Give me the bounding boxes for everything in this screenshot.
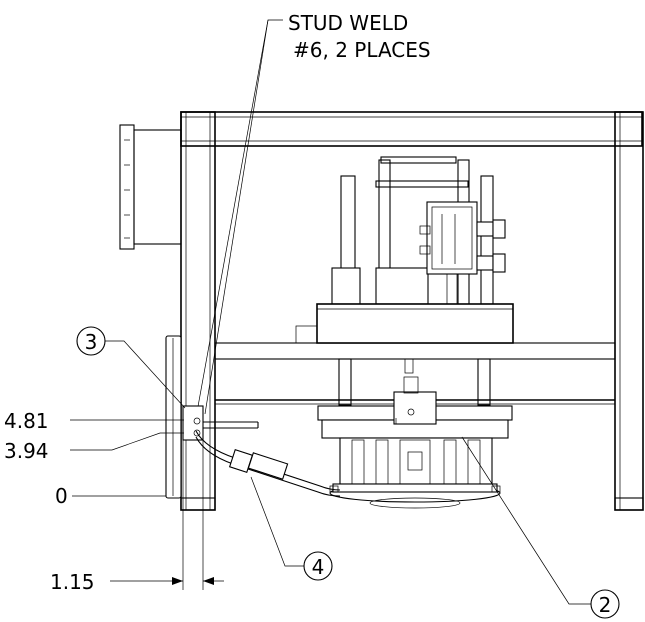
dimension-label-1-15: 1.15 — [50, 570, 95, 594]
balloon-2-callout: 2 — [461, 436, 620, 619]
tool-head — [317, 376, 513, 509]
balloon-4-callout: 4 — [250, 476, 333, 581]
stud-weld-note-line2: #6, 2 PLACES — [293, 38, 431, 62]
ordinate-dimension-3-94: 3.94 — [4, 432, 184, 463]
ordinate-dimension-4-81: 4.81 — [4, 409, 184, 433]
stud-weld-note-line1: STUD WELD — [288, 11, 408, 35]
balloon-2-label: 2 — [599, 593, 612, 617]
ordinate-label-3-94: 3.94 — [4, 439, 49, 463]
balloon-3-callout: 3 — [76, 326, 186, 409]
ordinate-label-0: 0 — [55, 484, 68, 508]
balloon-3-label: 3 — [85, 330, 98, 354]
ordinate-dimension-0: 0 — [55, 484, 166, 508]
balloon-4-label: 4 — [312, 555, 325, 579]
press-mechanism — [295, 156, 514, 406]
pneumatic-hose — [195, 430, 341, 497]
side-enclosure — [119, 124, 182, 250]
ordinate-label-4-81: 4.81 — [4, 409, 49, 433]
side-bracket — [165, 335, 259, 499]
horizontal-dimension-1-15: 1.15 — [50, 440, 224, 594]
stud-weld-note: STUD WELD #6, 2 PLACES — [196, 11, 431, 415]
